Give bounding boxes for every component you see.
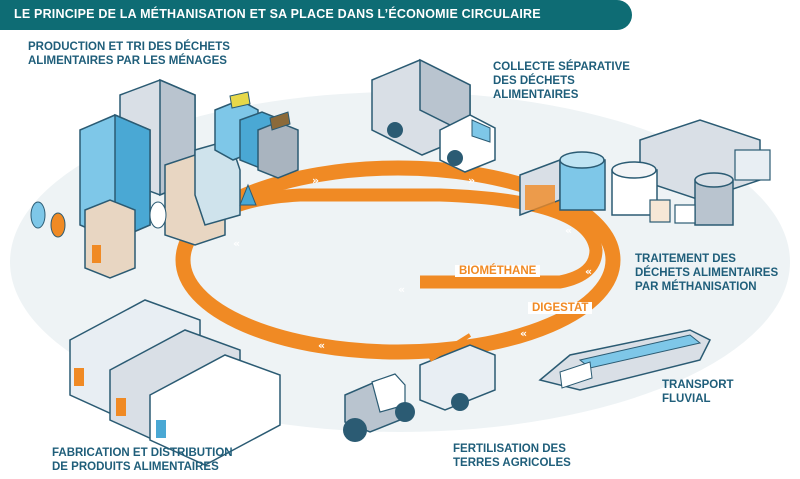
page-title: LE PRINCIPE DE LA MÉTHANISATION ET SA PL… [14,7,541,21]
label-production: PRODUCTION ET TRI DES DÉCHETS ALIMENTAIR… [28,41,230,67]
title-banner: LE PRINCIPE DE LA MÉTHANISATION ET SA PL… [0,0,632,30]
methanisation-plant-icon [519,119,771,226]
chevron-icon: « [398,283,405,296]
label-fabrication: FABRICATION ET DISTRIBUTION DE PRODUITS … [52,447,233,473]
flow-label-digestat: DIGESTAT [528,302,593,314]
garbage-truck-icon [371,58,496,173]
chevron-icon: « [565,224,572,237]
cycle-ring [175,160,621,360]
label-traitement: TRAITEMENT DES DÉCHETS ALIMENTAIRES PAR … [635,253,779,293]
tractor-icon [343,333,496,442]
label-transport: TRANSPORT FLUVIAL [662,379,734,405]
chevron-icon: « [585,265,592,278]
flow-chevrons: » » « « « « « « [233,174,592,352]
label-collecte: COLLECTE SÉPARATIVE DES DÉCHETS ALIMENTA… [493,61,630,101]
flow-label-biomethane: BIOMÉTHANE [455,265,541,277]
chevron-icon: « [233,237,240,250]
chevron-icon: » [312,174,319,187]
factory-icon [69,299,281,466]
chevron-icon: « [318,339,325,352]
chevron-icon: » [468,174,475,187]
label-fertilisation: FERTILISATION DES TERRES AGRICOLES [453,443,571,469]
barge-icon [538,329,712,391]
houses-and-bins-icon [30,78,299,279]
chevron-icon: « [520,327,527,340]
